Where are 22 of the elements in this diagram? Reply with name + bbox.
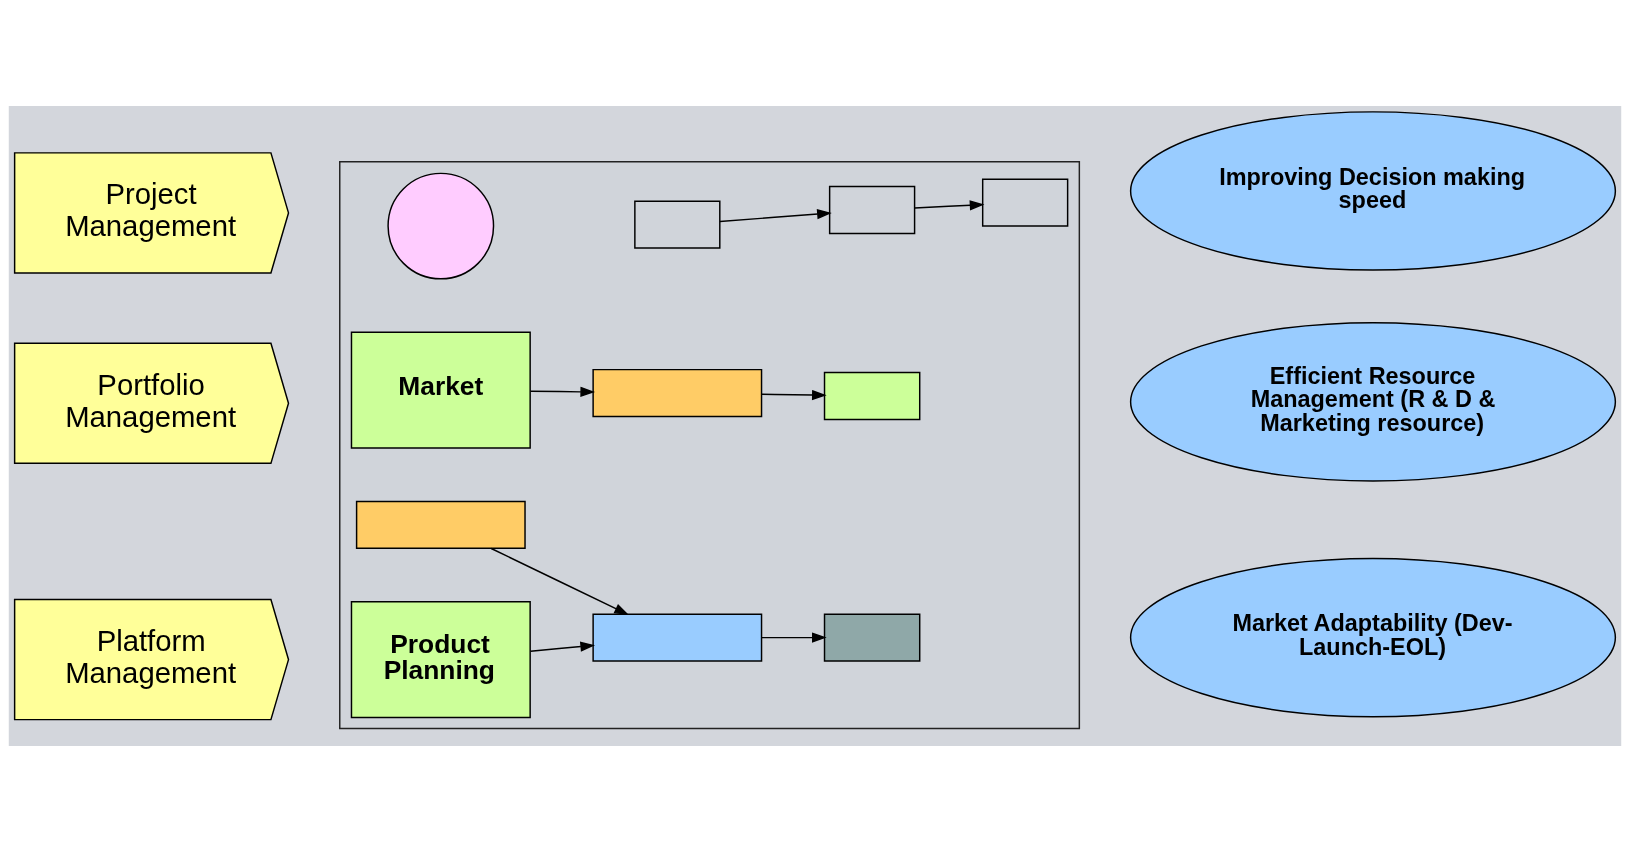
node-box: [823, 371, 921, 420]
node-box: Market: [350, 331, 531, 449]
arrow: [913, 199, 985, 210]
node-box: [634, 199, 721, 249]
node-box: Product Planning: [350, 600, 531, 718]
node-ellipse: Efficient Resource Management (R & D & Marketing resource): [1129, 321, 1617, 482]
arrow: [761, 389, 827, 400]
node-box: [355, 500, 526, 549]
node-ellipse: Improving Decision making speed: [1129, 110, 1617, 271]
node-box: [828, 185, 916, 234]
arrow: [490, 547, 629, 615]
arrow: [529, 641, 596, 652]
node-circle: [387, 172, 495, 280]
arrow: [529, 386, 596, 397]
node-box: [592, 612, 763, 662]
arrow: [719, 208, 832, 222]
node-ellipse: Market Adaptability (Dev-Launch-EOL): [1129, 557, 1617, 717]
node-box: [981, 178, 1069, 227]
node-box: [823, 612, 921, 662]
cluster: [339, 160, 1081, 729]
node-box: [592, 368, 763, 417]
arrow: [761, 632, 827, 643]
